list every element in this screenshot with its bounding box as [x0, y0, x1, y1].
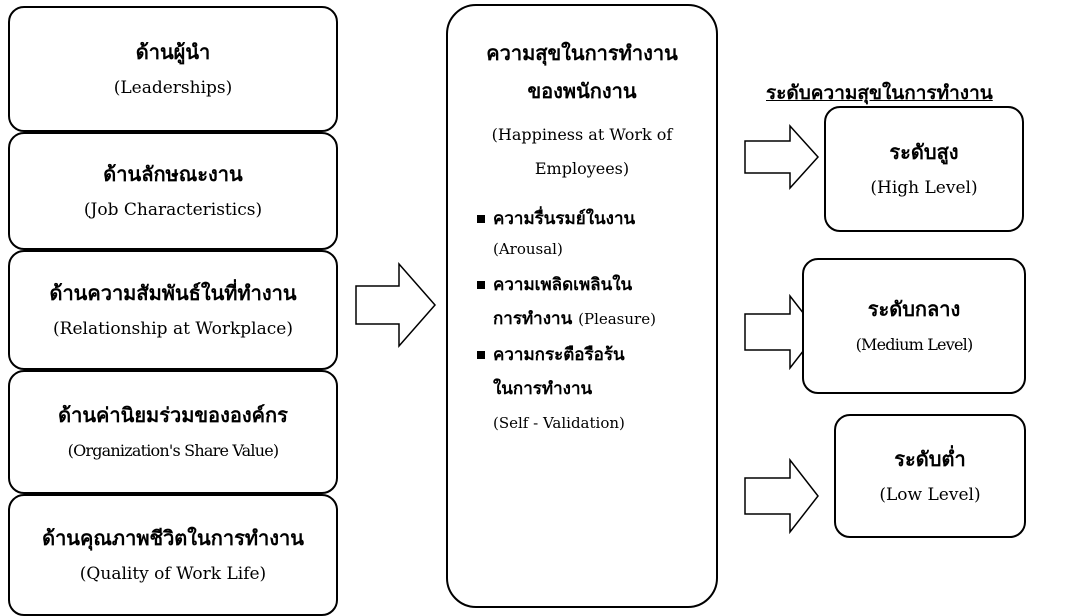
happiness-at-work-box: ความสุขในการทำงาน ของพนักงาน (Happiness … — [446, 4, 718, 608]
factor-job-characteristics-en: (Job Characteristics) — [83, 200, 263, 220]
factor-relationship-box: ด้านความสัมพันธ์ในที่ทำงาน (Relationship… — [8, 250, 338, 370]
component-self-validation-en: (Self - Validation) — [493, 414, 625, 432]
factor-quality-of-work-life-box: ด้านคุณภาพชีวิตในการทำงาน (Quality of Wo… — [8, 494, 338, 616]
list-item: ความกระตือรือร้น — [477, 340, 687, 370]
level-low-box: ระดับต่ำ (Low Level) — [834, 414, 1026, 538]
level-high-th: ระดับสูง — [889, 140, 959, 164]
factor-quality-of-work-life-en: (Quality of Work Life) — [79, 564, 267, 584]
level-low-th: ระดับต่ำ — [894, 447, 966, 471]
component-pleasure-th1: ความเพลิดเพลินใน — [493, 275, 633, 295]
factor-share-value-en: (Organization's Share Value) — [67, 441, 280, 460]
factor-quality-of-work-life-th: ด้านคุณภาพชีวิตในการทำงาน — [42, 526, 304, 550]
factor-leadership-en: (Leaderships) — [113, 78, 233, 98]
level-high-en: (High Level) — [870, 178, 978, 198]
factor-leadership-box: ด้านผู้นำ (Leaderships) — [8, 6, 338, 132]
component-self-validation-th2: ในการทำงาน — [493, 379, 593, 399]
factor-share-value-box: ด้านค่านิยมร่วมขององค์กร (Organization's… — [8, 370, 338, 494]
happiness-components-list: ความรื่นรมย์ในงาน (Arousal) ความเพลิดเพล… — [477, 204, 687, 438]
component-pleasure-en: (Pleasure) — [578, 310, 656, 328]
factor-relationship-th: ด้านความสัมพันธ์ในที่ทำงาน — [49, 281, 297, 305]
happiness-title-line2: ของพนักงาน — [527, 79, 637, 103]
factor-job-characteristics-th: ด้านลักษณะงาน — [103, 162, 243, 186]
component-pleasure-th2: การทำงาน — [493, 309, 573, 329]
arrow-left-to-center — [355, 262, 436, 348]
level-medium-th: ระดับกลาง — [867, 297, 961, 321]
level-low-en: (Low Level) — [879, 485, 981, 505]
component-pleasure-line2: การทำงาน (Pleasure) — [477, 304, 687, 334]
level-medium-en: (Medium Level) — [855, 335, 974, 354]
component-arousal-en: (Arousal) — [493, 240, 563, 258]
arrow-to-low-level — [744, 458, 819, 534]
factor-share-value-th: ด้านค่านิยมร่วมขององค์กร — [58, 403, 288, 427]
happiness-title-line1: ความสุขในการทำงาน — [486, 41, 678, 65]
component-arousal-th: ความรื่นรมย์ในงาน — [493, 209, 636, 229]
factor-job-characteristics-box: ด้านลักษณะงาน (Job Characteristics) — [8, 132, 338, 250]
component-self-validation-th1: ความกระตือรือร้น — [493, 345, 625, 365]
factor-leadership-th: ด้านผู้นำ — [135, 40, 211, 64]
bullet-square-icon — [477, 281, 485, 289]
list-item: ความรื่นรมย์ในงาน — [477, 204, 687, 234]
bullet-square-icon — [477, 215, 485, 223]
level-high-box: ระดับสูง (High Level) — [824, 106, 1024, 232]
arrow-to-high-level — [744, 124, 820, 190]
happiness-levels-title: ระดับความสุขในการทำงาน — [766, 82, 993, 104]
level-medium-box: ระดับกลาง (Medium Level) — [802, 258, 1026, 394]
list-item: ความเพลิดเพลินใน — [477, 270, 687, 300]
factor-relationship-en: (Relationship at Workplace) — [53, 319, 293, 339]
happiness-title-en: (Happiness at Work of Employees) — [491, 125, 673, 178]
bullet-square-icon — [477, 351, 485, 359]
